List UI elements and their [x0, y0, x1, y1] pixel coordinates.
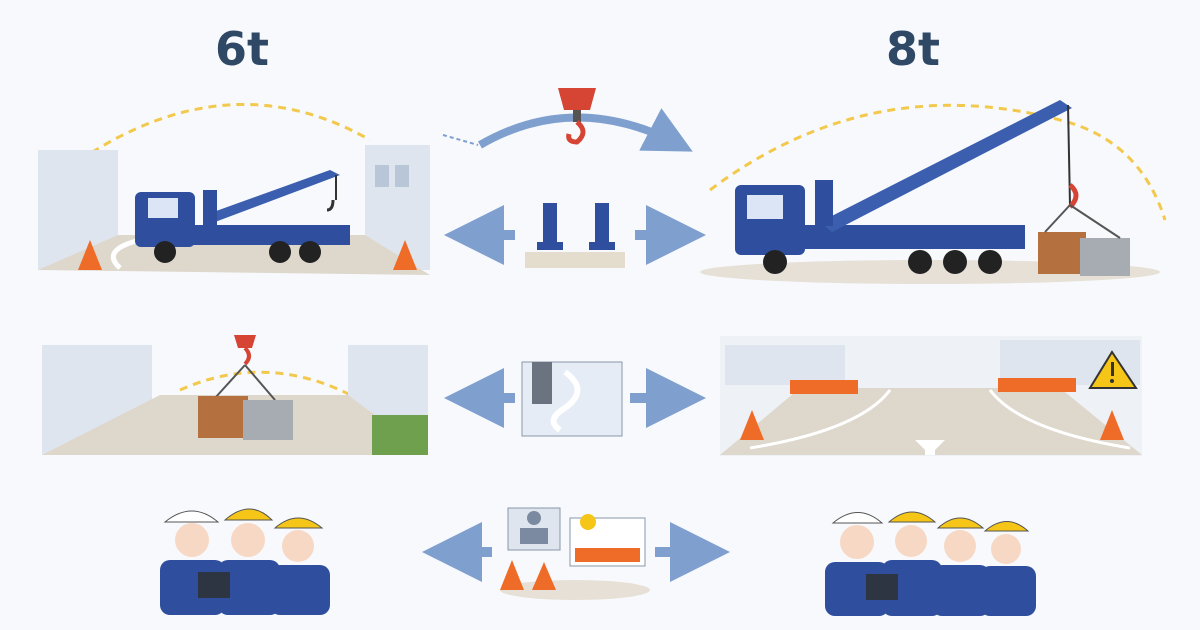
- traffic-cone-icon: [740, 410, 764, 440]
- cargo-icon: [1038, 204, 1130, 276]
- capacity-label-8t: 8t: [886, 22, 940, 76]
- outrigger-icon: [525, 203, 625, 268]
- operations-center: [422, 507, 730, 600]
- worker-icon: [882, 511, 942, 616]
- worker-icon: [218, 508, 280, 615]
- narrow-site-panel-6t: [38, 103, 430, 275]
- worker-icon: [160, 510, 225, 615]
- traffic-cone-icon: [532, 562, 556, 590]
- barrier-icon: [790, 378, 1076, 394]
- worker-icon: [932, 517, 990, 616]
- worker-icon: [980, 521, 1036, 616]
- warning-icon: [1088, 350, 1138, 389]
- traffic-control-panel-right: [720, 336, 1142, 456]
- hoisting-panel-left: [42, 335, 428, 455]
- worker-group-right: [825, 511, 1036, 616]
- worker-group-left: [160, 508, 330, 615]
- truck-crane-icon: [735, 100, 1079, 274]
- clipboard-icon: [866, 574, 898, 600]
- worker-icon: [825, 512, 889, 616]
- traffic-cone-icon: [78, 240, 102, 270]
- truck-crane-icon: [135, 170, 350, 263]
- barrier-icon: [575, 548, 640, 562]
- swing-radius-arc: [709, 103, 1167, 221]
- traffic-cone-icon: [500, 560, 524, 590]
- clipboard-icon: [198, 572, 230, 598]
- swing-radius-arc: [79, 103, 371, 162]
- traffic-cone-icon: [393, 240, 417, 270]
- cargo-icon: [198, 364, 293, 440]
- road-surface: [720, 388, 1142, 455]
- hook-icon: [558, 88, 596, 145]
- hook-icon: [234, 335, 256, 366]
- bushes: [372, 415, 428, 455]
- worker-icon: [270, 517, 330, 615]
- road-access-center: [444, 361, 706, 437]
- open-site-panel-8t: [700, 100, 1167, 284]
- capacity-arrow-center: [442, 88, 706, 268]
- capacity-label-6t: 6t: [215, 22, 269, 76]
- traffic-cone-icon: [1100, 410, 1124, 440]
